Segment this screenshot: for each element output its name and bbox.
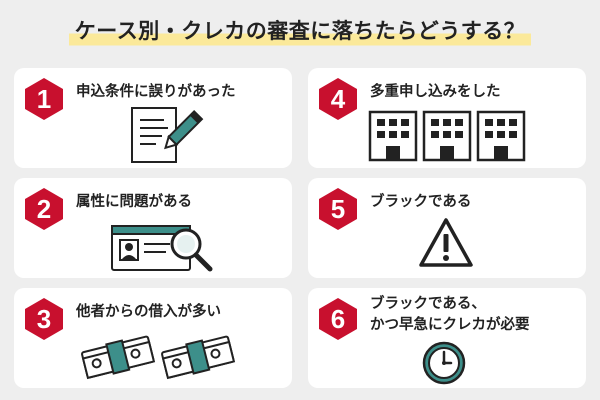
case-card-2: 2 属性に問題がある bbox=[14, 178, 292, 278]
case-label: 他者からの借入が多い bbox=[76, 304, 221, 320]
case-label: 多重申し込みをした bbox=[370, 84, 501, 100]
number-badge: 1 bbox=[22, 77, 66, 121]
case-label: 申込条件に誤りがあった bbox=[76, 84, 236, 100]
case-label: 属性に問題がある bbox=[76, 194, 192, 210]
number-badge: 2 bbox=[22, 187, 66, 231]
case-card-6: 6 ブラックである、 かつ早急にクレカが必要 bbox=[308, 288, 586, 388]
buildings-icon bbox=[368, 110, 526, 162]
number-badge: 5 bbox=[316, 187, 360, 231]
page-title: ケース別・クレカの審査に落ちたらどうする？ bbox=[68, 14, 532, 48]
number-badge: 6 bbox=[316, 297, 360, 341]
number-badge: 3 bbox=[22, 297, 66, 341]
money-bundle-icon bbox=[81, 335, 236, 380]
page-title-wrap: ケース別・クレカの審査に落ちたらどうする？ bbox=[0, 14, 600, 54]
case-card-5: 5 ブラックである bbox=[308, 178, 586, 278]
id-card-magnifier-icon bbox=[111, 225, 213, 272]
case-label: ブラックである bbox=[370, 194, 472, 210]
number-badge: 4 bbox=[316, 77, 360, 121]
form-pen-icon bbox=[131, 107, 204, 163]
case-card-4: 4 多重申し込みをした bbox=[308, 68, 586, 168]
case-label: ブラックである、 かつ早急にクレカが必要 bbox=[370, 296, 530, 333]
case-card-3: 3 他者からの借入が多い bbox=[14, 288, 292, 388]
case-card-1: 1 申込条件に誤りがあった bbox=[14, 68, 292, 168]
clock-icon bbox=[422, 341, 466, 385]
warning-icon bbox=[419, 218, 473, 267]
